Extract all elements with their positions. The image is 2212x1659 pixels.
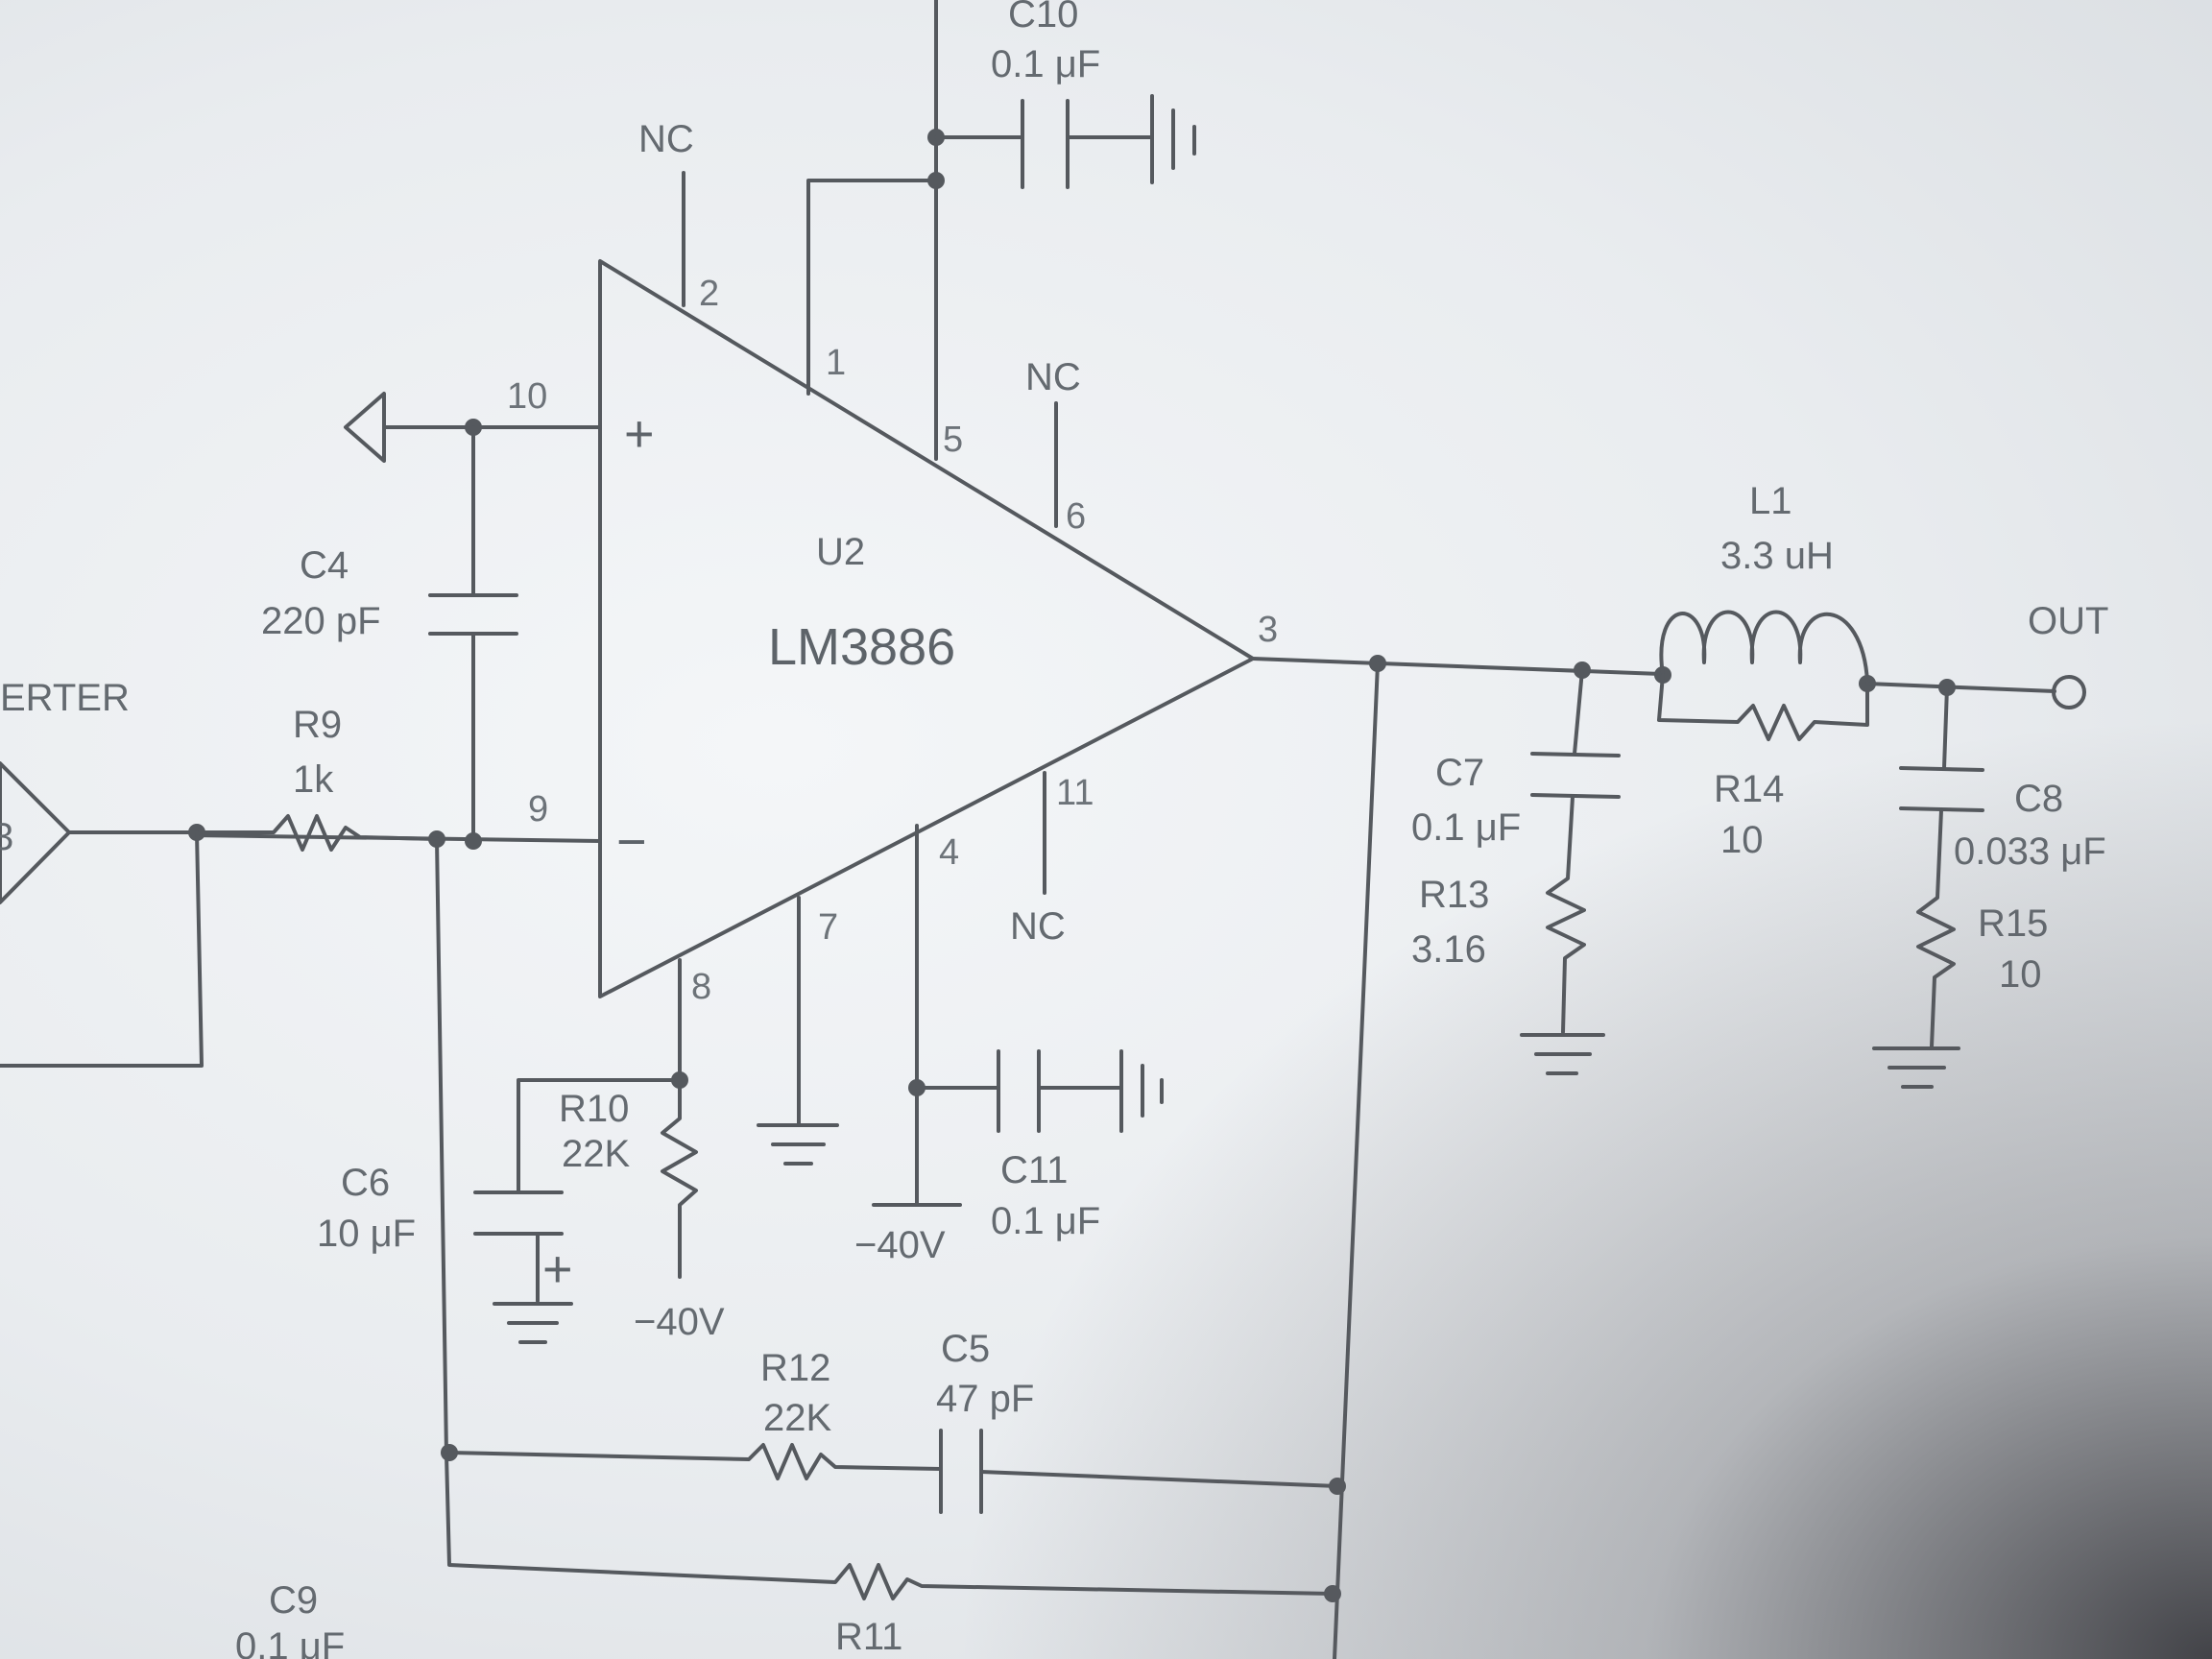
out-wire: [1865, 682, 2056, 693]
feedback-bus: [1333, 661, 1380, 1659]
r15-resistor: [1916, 808, 1956, 1048]
pin5-number: 5: [943, 420, 963, 460]
junction-dot: [927, 172, 945, 189]
junction-dot: [1329, 1478, 1346, 1495]
r10-resistor: [661, 1078, 698, 1279]
r12-resistor: [447, 1443, 943, 1480]
r15-ref: R15: [1978, 902, 2048, 945]
r9-ref: R9: [293, 704, 342, 746]
chassis-ground-icon: [1150, 94, 1196, 184]
r10-ref: R10: [559, 1088, 629, 1130]
r13-ref: R13: [1419, 874, 1489, 916]
pin3-number: 3: [1258, 610, 1278, 650]
pin10-number: 10: [507, 376, 547, 417]
r14-value: 10: [1720, 819, 1764, 861]
c4-value: 220 pF: [261, 600, 381, 642]
c10-value: 0.1 μF: [991, 43, 1100, 85]
c6-ref: C6: [341, 1162, 390, 1204]
r14-resistor: [1657, 673, 1869, 741]
ground-triangle-icon: [344, 392, 386, 463]
nc-pin6: NC: [1025, 356, 1081, 398]
c7-plate: [1530, 793, 1621, 799]
r12-ref: R12: [760, 1347, 830, 1389]
pin4-number: 4: [939, 832, 959, 873]
c7-ref: C7: [1435, 752, 1484, 794]
pin8-number: 8: [691, 967, 711, 1007]
c5-wire: [979, 1470, 1339, 1488]
minus-input-sign: −: [616, 813, 647, 871]
c6-polarity: +: [542, 1240, 573, 1298]
junction-dot: [1324, 1585, 1341, 1602]
output-wire: [1251, 657, 1663, 676]
ground-icon: [1520, 1033, 1605, 1075]
r11-resistor: [445, 1453, 1334, 1600]
nc-pin11: NC: [1010, 905, 1066, 948]
r11-ref: R11: [835, 1616, 902, 1658]
c4-ref: C4: [300, 544, 349, 587]
r15-value: 10: [1999, 953, 2042, 996]
r14-ref: R14: [1714, 768, 1784, 810]
c8-ref: C8: [2014, 778, 2063, 820]
r10-value: 22K: [562, 1133, 630, 1175]
c7-wire: [1573, 668, 1584, 756]
r9-resistor: [195, 814, 439, 852]
c7-value: 0.1 μF: [1411, 806, 1521, 849]
pin11-number: 11: [1056, 773, 1094, 813]
chassis-ground-icon: [1119, 1049, 1164, 1133]
l1-inductor: [1659, 610, 1869, 684]
ground-icon: [493, 1302, 573, 1344]
ground-icon: [1872, 1046, 1960, 1089]
c5-value: 47 pF: [936, 1378, 1034, 1420]
chip-ref: U2: [816, 531, 865, 573]
pin7-number: 7: [818, 907, 838, 948]
inverter-feedback-wire: [0, 830, 204, 1068]
c11-value: 0.1 μF: [991, 1200, 1100, 1242]
l1-value: 3.3 uH: [1720, 535, 1834, 577]
r9-value: 1k: [293, 758, 334, 801]
junction-dot: [465, 832, 482, 850]
inverter-label: ERTER: [0, 677, 130, 719]
r13-resistor: [1546, 795, 1586, 1034]
ground-icon: [757, 1123, 839, 1166]
c11-ref: C11: [1000, 1149, 1068, 1191]
pin1-number: 1: [826, 343, 846, 383]
out-label: OUT: [2028, 600, 2108, 642]
feedback-left-bus: [435, 837, 448, 1456]
chip-part: LM3886: [768, 618, 955, 676]
out-terminal[interactable]: [2052, 675, 2086, 709]
c10-ref: C10: [1008, 0, 1078, 36]
r13-value: 3.16: [1411, 928, 1486, 971]
c9-ref: C9: [269, 1579, 318, 1622]
c7-plate: [1530, 752, 1621, 757]
c8-plate: [1899, 766, 1984, 772]
c5-ref: C5: [941, 1328, 990, 1370]
inverter-pin: 3: [0, 816, 13, 858]
r12-value: 22K: [763, 1397, 831, 1439]
plus-input-sign: +: [624, 405, 655, 463]
r10-rail: −40V: [634, 1301, 725, 1343]
pin9-number: 9: [528, 789, 548, 830]
pin2-number: 2: [699, 274, 719, 314]
pin4-rail: −40V: [854, 1224, 946, 1266]
c8-wire: [1942, 685, 1949, 770]
c8-value: 0.033 μF: [1954, 830, 2106, 873]
nc-pin2: NC: [638, 118, 694, 160]
l1-ref: L1: [1749, 480, 1792, 522]
pin6-number: 6: [1066, 496, 1086, 537]
c6-value: 10 μF: [317, 1213, 416, 1255]
c9-value: 0.1 μF: [235, 1625, 345, 1659]
